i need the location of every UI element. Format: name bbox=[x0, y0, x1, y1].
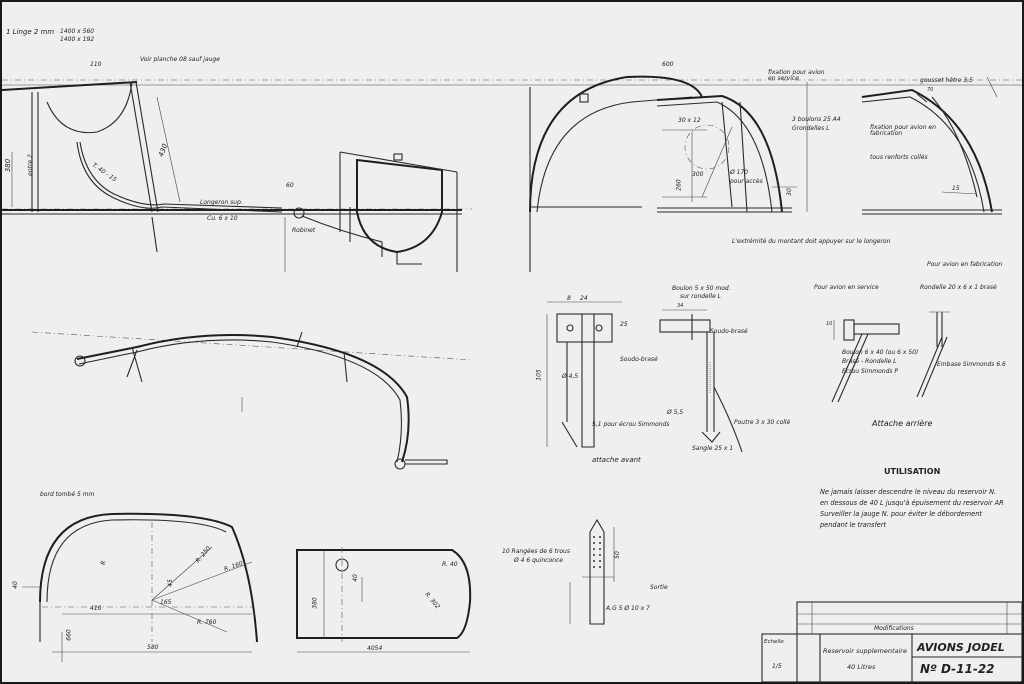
label-boulon: Boulon 5 x 50 mod. bbox=[672, 285, 731, 292]
label-fixation-service: fixation pour avion en service bbox=[768, 69, 825, 82]
label-r40: R. 40 bbox=[442, 561, 458, 568]
note-line1: 1 Linge 2 mm bbox=[6, 28, 55, 36]
utilisation-line2: en dessous de 40 L jusqu'à épuisement du… bbox=[820, 499, 1004, 507]
label-rondelles: Grondelles L bbox=[792, 125, 830, 132]
dim-25: 25 bbox=[620, 321, 628, 328]
dim-105: 105 bbox=[535, 369, 543, 381]
dim-30: 30 bbox=[785, 188, 793, 196]
utilisation-title: UTILISATION bbox=[884, 467, 941, 476]
label-rangees: 10 Rangées de 6 trous bbox=[502, 548, 570, 555]
dim-60: 60 bbox=[286, 182, 294, 189]
label-avion-service: Pour avion en service bbox=[814, 284, 879, 291]
label-gousset: gousset hêtre 3,5 bbox=[920, 77, 973, 84]
dim-50: 50 bbox=[613, 551, 621, 559]
label-drawing-number: Nº D-11-22 bbox=[920, 662, 995, 676]
dim-4054: 4054 bbox=[367, 645, 383, 652]
label-entre2: entre 2 bbox=[26, 154, 34, 176]
label-rondelle: sur rondelle L bbox=[680, 293, 722, 300]
utilisation-line3: Surveiller la jauge N. pour éviter le dé… bbox=[820, 510, 982, 518]
label-sangle: Sangle 25 x 1 bbox=[692, 445, 734, 452]
label-bord-tombe: bord tombé 5 mm bbox=[40, 491, 95, 498]
dim-170: Ø 170 bbox=[730, 169, 749, 176]
top-right-views bbox=[529, 75, 1002, 272]
dim-380b: 380 bbox=[311, 597, 319, 609]
dim-24: 24 bbox=[580, 295, 588, 302]
label-avion-fab: Pour avion en fabrication bbox=[927, 261, 1003, 268]
label-brase-rondelle: Brasé - Rondelle L bbox=[842, 358, 897, 365]
pipe-view bbox=[31, 331, 473, 470]
title-block bbox=[761, 601, 1022, 682]
label-soude-brase: Soudo-brasé bbox=[620, 356, 658, 363]
label-company: AVIONS JODEL bbox=[917, 641, 1005, 654]
label-soude-brase-2: Soudo-brasé bbox=[710, 328, 748, 335]
label-cu: Cu. 6 x 10 bbox=[207, 215, 238, 222]
label-r760: R. 760 bbox=[197, 619, 217, 626]
label-poutre: Poutre 3 x 30 collé bbox=[734, 419, 791, 426]
dim-30x12: 30 x 12 bbox=[678, 117, 701, 124]
dim-580: 580 bbox=[147, 644, 159, 651]
label-r: R bbox=[99, 560, 108, 566]
label-fixation-fab: fixation pour avion en fabrication bbox=[870, 124, 936, 137]
attache-avant-detail bbox=[546, 301, 743, 453]
label-boulon-640: Boulon 6 x 40 (ou 6 x 50) bbox=[842, 349, 919, 356]
dim-260: 260 bbox=[675, 179, 683, 191]
label-trou: 5,1 pour écrou Simmonds bbox=[592, 421, 670, 428]
label-embase: Embase Simmonds 6.6 bbox=[937, 361, 1006, 368]
label-echelle: Echelle bbox=[764, 639, 784, 645]
tank-profile bbox=[22, 512, 258, 662]
flat-panel bbox=[296, 547, 472, 653]
label-attache-avant: attache avant bbox=[592, 456, 641, 464]
dim-55: Ø 5,5 bbox=[667, 409, 684, 416]
dim-40: 40 bbox=[11, 581, 19, 589]
label-quinconce: Ø 4 6 quinconce bbox=[514, 557, 563, 564]
label-renforts: tous renforts collés bbox=[870, 154, 928, 161]
label-capacity: 40 Litres bbox=[847, 663, 876, 671]
label-attache-arriere: Attache arrière bbox=[872, 419, 933, 428]
label-longeron: Longeron sup. bbox=[200, 199, 243, 206]
dim-380: 380 bbox=[4, 158, 13, 173]
label-ag5: A.G 5 Ø 10 x 7 bbox=[606, 605, 650, 612]
label-robinet: Robinet bbox=[292, 227, 316, 234]
label-sortie: Sortie bbox=[650, 584, 668, 591]
label-reservoir: Reservoir supplementaire bbox=[823, 647, 907, 655]
attache-arriere-detail bbox=[831, 311, 950, 403]
dim-165: 165 bbox=[160, 599, 172, 606]
label-scale: 1/5 bbox=[772, 663, 782, 670]
note-dims1: 1400 x 560 bbox=[60, 28, 95, 35]
dim-600: 600 bbox=[662, 61, 674, 68]
note-dims2: 1400 x 192 bbox=[60, 36, 95, 43]
dim-660: 660 bbox=[65, 629, 73, 641]
dim-45: Ø 4,5 bbox=[562, 373, 579, 380]
dim-34: 34 bbox=[677, 303, 684, 309]
dim-300: 300 bbox=[692, 171, 704, 178]
label-ecrou: Ecrou Simmonds P bbox=[842, 368, 899, 375]
dim-45b: 45 bbox=[166, 579, 174, 587]
dim-8: 8 bbox=[567, 295, 571, 302]
label-modifications: Modifications bbox=[874, 625, 914, 632]
label-pour-acces: pour accès bbox=[730, 178, 763, 185]
dim-110: 110 bbox=[90, 61, 102, 68]
sortie-detail bbox=[569, 518, 615, 625]
dim-40c: 40 bbox=[351, 574, 359, 582]
note-voir-planche: Voir planche 08 sauf jauge bbox=[140, 56, 220, 63]
dim-410: 410 bbox=[90, 605, 102, 612]
dim-15: 15 bbox=[952, 185, 960, 192]
utilisation-line1: Ne jamais laisser descendre le niveau du… bbox=[820, 488, 997, 496]
note-extremite: L'extrémité du montant doit appuyer sur … bbox=[732, 238, 891, 245]
utilisation-line4: pendant le transfert bbox=[820, 521, 887, 529]
label-boulons: 3 boulons 25 A4 bbox=[792, 116, 841, 123]
label-rondelle-brase: Rondelle 20 x 6 x 1 brasé bbox=[920, 284, 997, 291]
dim-70: 70 bbox=[927, 87, 934, 93]
dim-10: 10 bbox=[826, 321, 833, 327]
side-view bbox=[2, 81, 462, 272]
